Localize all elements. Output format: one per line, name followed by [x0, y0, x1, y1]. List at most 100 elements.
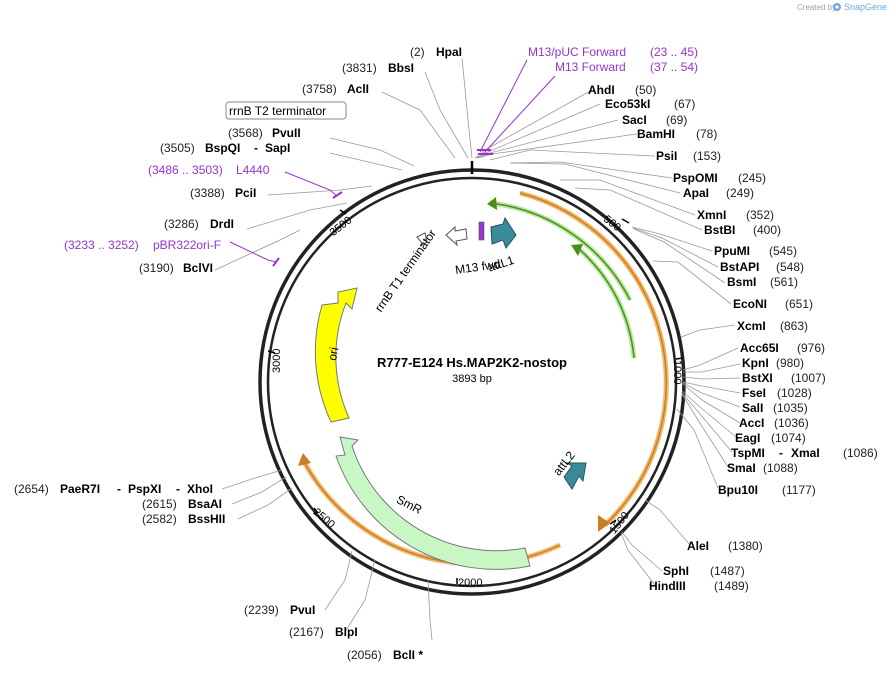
- site-pos: (976): [797, 341, 825, 355]
- site-pos: (545): [769, 244, 797, 258]
- site-name: PciI: [235, 186, 256, 200]
- site-pos: (3505): [160, 141, 195, 155]
- site-pos: (651): [785, 297, 813, 311]
- site-name: BspQI: [205, 141, 240, 155]
- site-name: EcoNI: [733, 297, 767, 311]
- site-pos: (69): [666, 113, 687, 127]
- site-pos: (2239): [244, 603, 279, 617]
- site-name: ApaI: [683, 186, 709, 200]
- leader-lines-right: [474, 89, 741, 586]
- site-pos: (1007): [791, 371, 826, 385]
- site-pos: (2582): [142, 512, 177, 526]
- primer-m13-forward-range: (37 .. 54): [650, 60, 698, 74]
- ori-feature[interactable]: [314, 287, 358, 423]
- site-name: PvuII: [272, 126, 301, 140]
- attL1-arrow-icon[interactable]: [490, 216, 517, 250]
- site-name3: XhoI: [187, 482, 213, 496]
- site-name: BamHI: [637, 127, 675, 141]
- primer-m13-puc-forward-name: M13/pUC Forward: [528, 45, 626, 59]
- green-arc-2-line: [579, 249, 635, 359]
- site-name: EagI: [735, 431, 760, 445]
- site-name: Bpu10I: [718, 483, 758, 497]
- rrnb-t2-box: [225, 101, 347, 120]
- site-name: SalI: [742, 401, 763, 415]
- rrnb-t1-small-arrow-icon: [416, 232, 428, 247]
- site-sep2: -: [176, 482, 180, 496]
- site-name: PvuI: [290, 603, 315, 617]
- site-pos: (3286): [164, 217, 199, 231]
- site-name: PpuMI: [714, 244, 750, 258]
- rrnb-t1-label: rrnB T1 terminator: [372, 227, 439, 315]
- site-name: KpnI: [742, 356, 769, 370]
- ruler-tick-3000: 3000: [271, 349, 283, 373]
- brand-name: SnapGene: [844, 2, 887, 12]
- site-pos: (2615): [142, 497, 177, 511]
- primer-pbr322ori-f-range: (3233 .. 3252): [64, 238, 139, 252]
- site-name: XcmI: [737, 319, 766, 333]
- rrnb-t2-label: rrnB T2 terminator: [229, 104, 326, 118]
- snapgene-logo-icon: [833, 3, 841, 11]
- ruler-tick-2000: 2000: [458, 577, 482, 589]
- primer-m13-puc-forward-range: (23 .. 45): [650, 45, 698, 59]
- site-pos: (1489): [714, 579, 749, 593]
- site-name: DrdI: [210, 217, 234, 231]
- site-name2: PspXI: [128, 482, 161, 496]
- site-name: BstAPI: [720, 260, 759, 274]
- site-pos: (3388): [190, 186, 225, 200]
- orf2-arrowhead-icon: [298, 453, 311, 466]
- site-pos: (1086): [843, 446, 878, 460]
- site-name2: SapI: [265, 141, 290, 155]
- site-name: Eco53kI: [605, 97, 650, 111]
- site-pos: (249): [726, 186, 754, 200]
- site-pos: (1088): [763, 461, 798, 475]
- site-name: TspMI: [731, 446, 765, 460]
- site-name: AhdI: [588, 83, 615, 97]
- attL2-arrow-icon[interactable]: [563, 462, 587, 490]
- ruler-ticks: [267, 161, 684, 584]
- site-name: BstBI: [704, 223, 735, 237]
- site-sep: -: [117, 482, 121, 496]
- site-pos: (2167): [289, 625, 324, 639]
- green-arc-1-line: [489, 202, 631, 301]
- rrnb-t1-arrow-icon: [445, 225, 468, 247]
- site-pos: (3190): [139, 261, 174, 275]
- green-arc-2-arrowhead-icon: [571, 244, 583, 256]
- plasmid-name: R777-E124 Hs.MAP2K2-nostop: [377, 355, 567, 370]
- site-name: HpaI: [436, 45, 462, 59]
- site-pos: (2056): [347, 648, 382, 662]
- site-pos: (1380): [728, 539, 763, 553]
- site-pos: (245): [738, 171, 766, 185]
- site-pos: (67): [674, 97, 695, 111]
- site-name: FseI: [742, 386, 766, 400]
- site-pos: (548): [776, 260, 804, 274]
- primer-leader-lines: [229, 59, 556, 267]
- site-name: BsaAI: [188, 497, 222, 511]
- site-name: BlpI: [335, 625, 358, 639]
- site-name: PaeR7I: [60, 482, 100, 496]
- site-name: BclVI: [183, 261, 213, 275]
- site-sep: -: [779, 446, 783, 460]
- site-pos: (561): [770, 275, 798, 289]
- ruler-tick-1000: 1000: [671, 360, 683, 384]
- site-name: SacI: [622, 113, 647, 127]
- site-name: SphI: [663, 564, 689, 578]
- site-pos: (153): [693, 149, 721, 163]
- site-name: BstXI: [742, 371, 773, 385]
- plasmid-length: 3893 bp: [452, 373, 492, 385]
- orf-arrowhead-icon: [598, 515, 610, 532]
- smr-feature[interactable]: [335, 436, 531, 570]
- site-pos: (863): [780, 319, 808, 333]
- m13-fwd-marker: [478, 221, 485, 241]
- leader-lines-left: [214, 57, 473, 641]
- site-pos: (3758): [302, 82, 337, 96]
- site-pos: (1036): [774, 416, 809, 430]
- site-pos: (1074): [771, 431, 806, 445]
- site-name: BsmI: [727, 275, 756, 289]
- site-pos: (1035): [773, 401, 808, 415]
- ruler-tick-2500: 2500: [311, 506, 337, 531]
- site-pos: (50): [635, 83, 656, 97]
- site-pos: (1487): [710, 564, 745, 578]
- site-name: BssHII: [188, 512, 225, 526]
- site-name: HindIII: [649, 579, 686, 593]
- site-pos: (3831): [342, 61, 377, 75]
